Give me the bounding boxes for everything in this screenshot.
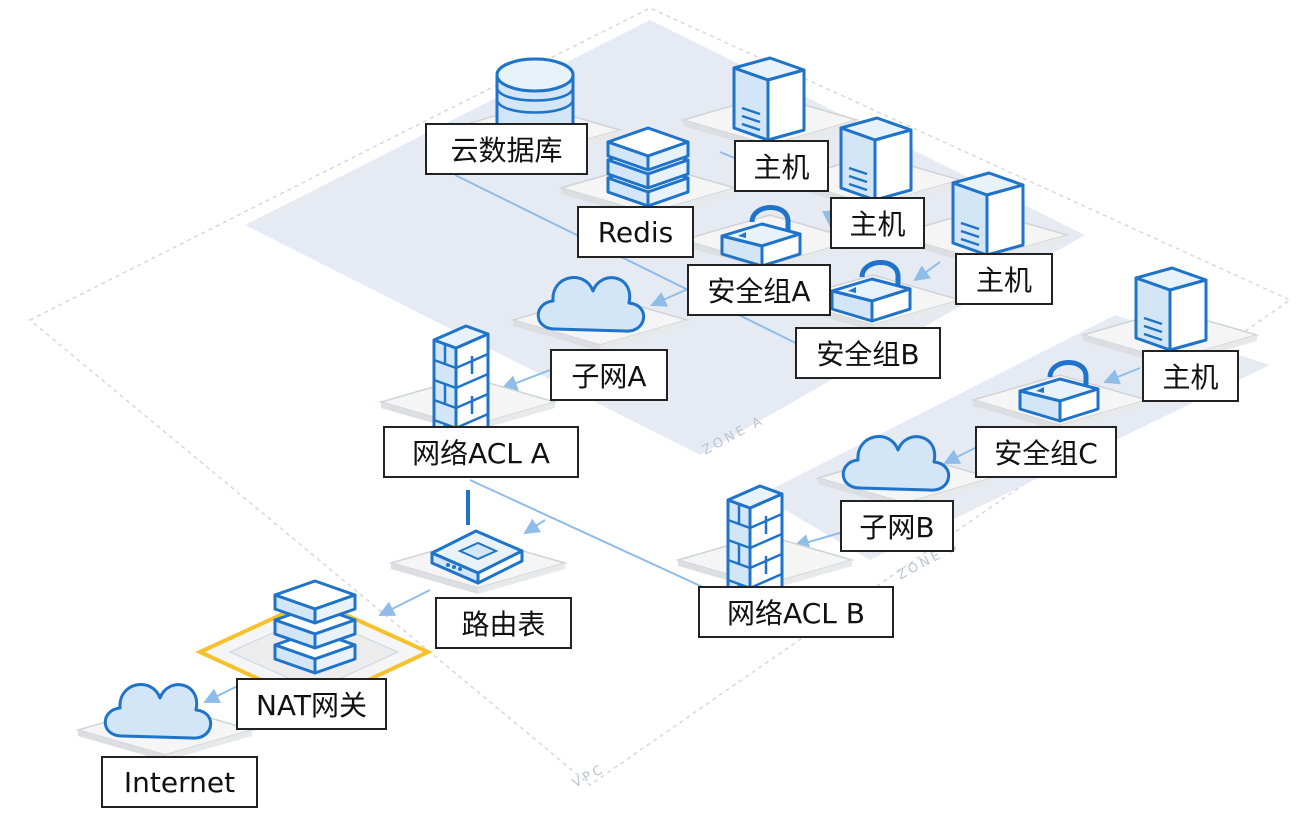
label-host-1: 主机	[734, 140, 829, 192]
label-host-4: 主机	[1142, 350, 1239, 402]
server-icon	[1134, 266, 1208, 352]
label-redis: Redis	[577, 206, 694, 258]
label-host-2: 主机	[830, 197, 925, 249]
label-internet: Internet	[101, 756, 258, 808]
label-route-table: 路由表	[435, 597, 572, 649]
label-sg-a: 安全组A	[687, 264, 831, 316]
label-sg-c: 安全组C	[975, 426, 1117, 478]
server-icon	[951, 171, 1025, 257]
nat-gateway-icon	[273, 579, 357, 675]
vpc-boundary	[28, 7, 1292, 786]
label-host-3: 主机	[955, 253, 1053, 305]
server-icon	[732, 56, 806, 142]
label-cloud-db: 云数据库	[425, 123, 588, 175]
label-acl-a: 网络ACL A	[383, 426, 579, 478]
firewall-icon	[432, 324, 490, 444]
server-icon	[839, 116, 913, 202]
cloud-icon	[841, 435, 951, 492]
cloud-icon	[103, 683, 213, 740]
firewall-icon	[726, 484, 784, 604]
database-icon	[495, 57, 575, 140]
redis-icon	[606, 126, 690, 208]
router-icon	[430, 490, 524, 585]
label-subnet-b: 子网B	[840, 500, 954, 552]
label-acl-b: 网络ACL B	[698, 586, 894, 638]
label-nat-gateway: NAT网关	[236, 678, 387, 730]
label-subnet-a: 子网A	[550, 349, 668, 401]
label-sg-b: 安全组B	[795, 327, 941, 379]
